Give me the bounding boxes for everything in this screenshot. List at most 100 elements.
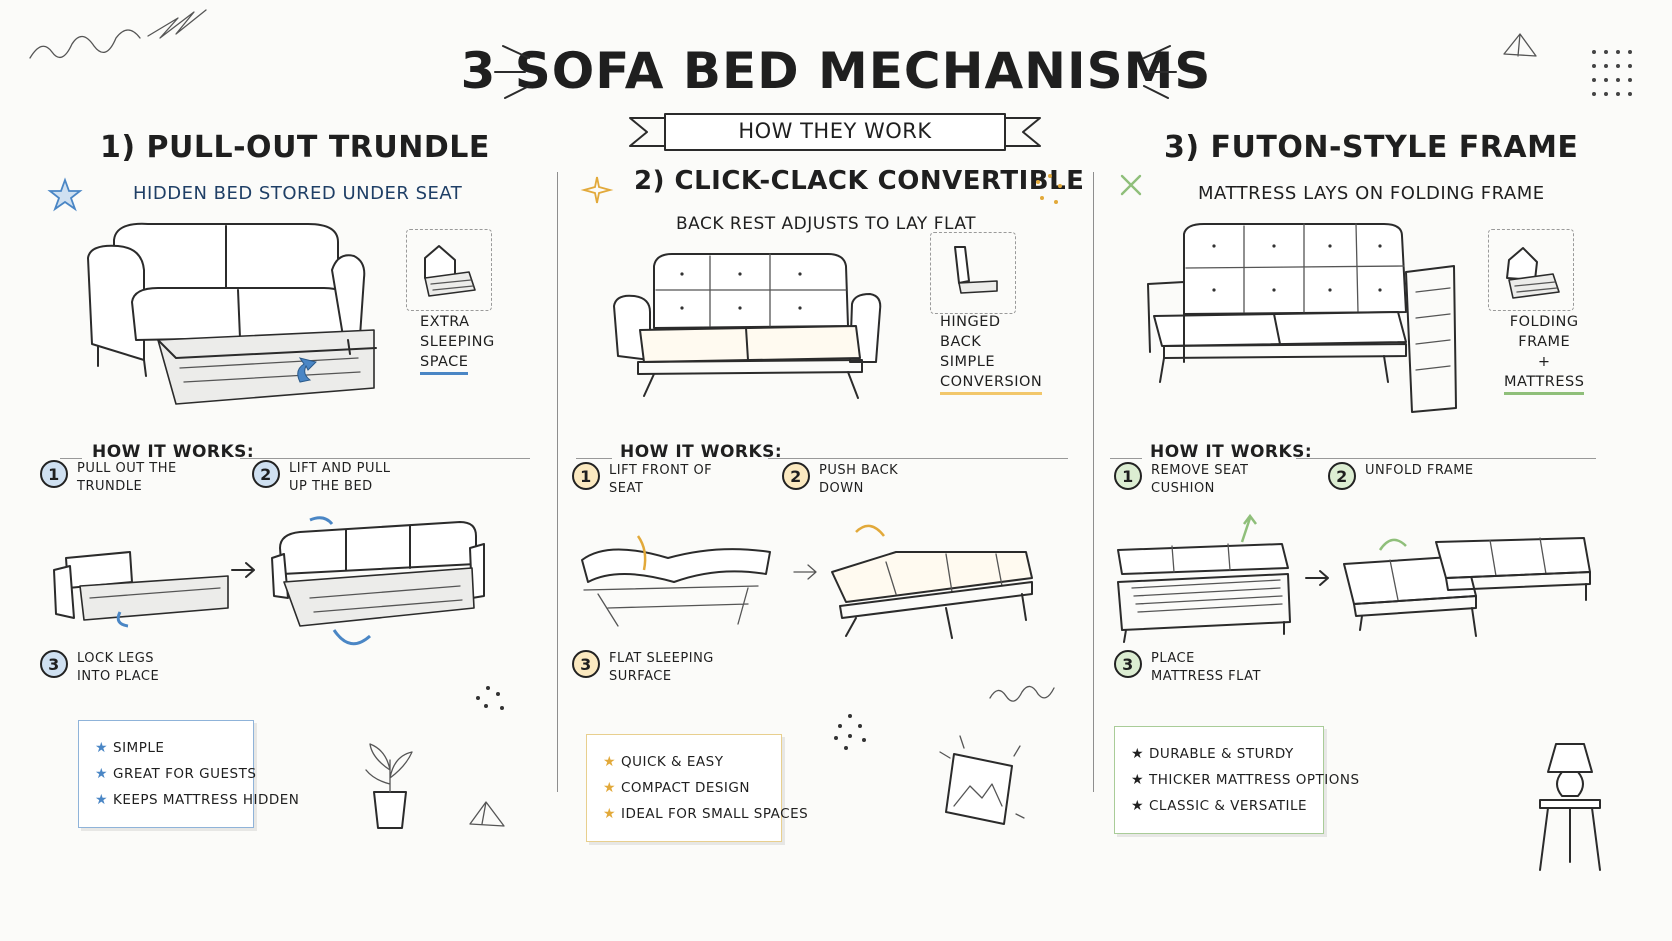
star-icon bbox=[47, 177, 83, 212]
step-number: 1 bbox=[572, 462, 600, 490]
step-number: 1 bbox=[40, 460, 68, 488]
trundle-sofa-illustration bbox=[87, 222, 377, 405]
step-text: Place mattress flat bbox=[1151, 651, 1261, 684]
dots-icon bbox=[834, 714, 866, 750]
step-number: 3 bbox=[572, 650, 600, 678]
step-text: Pull out the trundle bbox=[77, 461, 177, 494]
panel-title: 2) Click-Clack Convertible bbox=[634, 166, 1091, 196]
step-2: 2 Push back down bbox=[782, 462, 929, 498]
dots-icon bbox=[476, 686, 504, 710]
step-1-illustration bbox=[53, 551, 229, 628]
column-divider-1 bbox=[557, 172, 558, 792]
note-line: Hinged bbox=[940, 314, 1001, 330]
step-number: 2 bbox=[252, 460, 280, 488]
step-number: 1 bbox=[1114, 462, 1142, 490]
pros-card: ★Quick & easy ★Compact design ★Ideal for… bbox=[586, 734, 809, 842]
futon-sofa-illustration bbox=[1147, 223, 1457, 413]
pros-item: ★Great for guests bbox=[95, 766, 257, 782]
pros-item: ★Compact design bbox=[603, 780, 750, 796]
step-3: 3 Lock legs into place bbox=[40, 650, 187, 686]
column-divider-2 bbox=[1093, 172, 1094, 792]
subtitle-text: How They Work bbox=[738, 119, 932, 143]
spark-lines-right-icon bbox=[1143, 45, 1177, 99]
step-2-illustration bbox=[271, 516, 485, 646]
note-line: Folding bbox=[1509, 314, 1579, 330]
subtitle-banner: How They Work bbox=[625, 110, 1045, 154]
rule-line bbox=[240, 458, 530, 459]
panel-click-clack: 2) Click-Clack Convertible Back Rest Adj… bbox=[560, 130, 1091, 930]
step-2: 2 Unfold frame bbox=[1328, 462, 1475, 490]
rule-line bbox=[768, 458, 1068, 459]
dot-grid-icon bbox=[1592, 50, 1632, 96]
arrow-icon bbox=[793, 564, 817, 580]
note-line: Sleeping bbox=[420, 334, 495, 350]
pros-card: ★Simple ★Great for guests ★Keeps mattres… bbox=[78, 720, 300, 828]
pros-item: ★Quick & easy bbox=[603, 754, 724, 770]
rule-line bbox=[1110, 458, 1142, 459]
note-line: Simple bbox=[940, 354, 995, 370]
panel-subtitle: Back Rest Adjusts to Lay Flat bbox=[676, 214, 977, 234]
side-notes: Folding Frame + Mattress bbox=[1504, 312, 1585, 395]
step-text: Push back down bbox=[819, 463, 899, 496]
step-number: 2 bbox=[782, 462, 810, 490]
cross-icon bbox=[1120, 174, 1142, 196]
pros-card: ★Durable & sturdy ★Thicker mattress opti… bbox=[1114, 726, 1360, 834]
rule-line bbox=[60, 458, 82, 459]
banner-ribbon-icon bbox=[629, 113, 1041, 151]
spark-lines-left-icon bbox=[494, 45, 530, 99]
pros-item: ★Classic & versatile bbox=[1131, 798, 1308, 814]
paper-plane-icon bbox=[469, 801, 505, 827]
step-number: 2 bbox=[1328, 462, 1356, 490]
rule-line bbox=[576, 458, 612, 459]
lamp-icon bbox=[1539, 743, 1601, 871]
pros-item: ★Thicker mattress options bbox=[1131, 772, 1360, 788]
rule-line bbox=[1296, 458, 1596, 459]
hinge-mini-icon bbox=[930, 232, 1016, 314]
note-line: Space bbox=[420, 352, 469, 375]
step-1: 1 Pull out the trundle bbox=[40, 460, 187, 496]
folding-frame-mini-icon bbox=[1488, 229, 1574, 311]
paper-plane-icon bbox=[1503, 33, 1537, 57]
arrow-icon bbox=[1305, 570, 1329, 586]
how-it-works-label: How It Works: bbox=[1150, 442, 1313, 462]
pros-item: ★Keeps mattress hidden bbox=[95, 792, 300, 808]
step-1-illustration bbox=[1117, 513, 1291, 643]
panel-title: 3) Futon-Style Frame bbox=[1164, 130, 1585, 165]
side-notes: Extra Sleeping Space bbox=[420, 312, 495, 375]
arrow-icon bbox=[231, 562, 255, 578]
panel-title: 1) Pull-Out Trundle bbox=[100, 130, 496, 165]
side-notes: Hinged Back Simple Conversion bbox=[940, 312, 1043, 395]
squiggle-icon bbox=[989, 685, 1055, 702]
step-1: 1 Lift front of seat bbox=[572, 462, 719, 498]
panel-subtitle: Mattress Lays on Folding Frame bbox=[1198, 183, 1545, 204]
pros-item: ★Durable & sturdy bbox=[1131, 746, 1294, 762]
step-2: 2 Lift and pull up the bed bbox=[252, 460, 399, 496]
step-1: 1 Remove seat cushion bbox=[1114, 462, 1261, 498]
step-text: Unfold frame bbox=[1365, 463, 1474, 478]
scribble-icon bbox=[29, 9, 207, 59]
step-2-illustration bbox=[831, 524, 1033, 639]
picture-frame-icon bbox=[939, 735, 1025, 825]
how-it-works-label: How It Works: bbox=[92, 442, 255, 462]
step-number: 3 bbox=[1114, 650, 1142, 678]
step-3: 3 Flat sleeping surface bbox=[572, 650, 719, 686]
dots-icon bbox=[1036, 174, 1062, 204]
note-line: Extra bbox=[420, 314, 470, 330]
step-text: Lift and pull up the bed bbox=[289, 461, 391, 494]
step-text: Lock legs into place bbox=[77, 651, 160, 684]
plant-icon bbox=[365, 743, 413, 829]
step-number: 3 bbox=[40, 650, 68, 678]
pros-item: ★Ideal for small spaces bbox=[603, 806, 809, 822]
note-line: Mattress bbox=[1504, 372, 1585, 395]
step-text: Remove seat cushion bbox=[1151, 463, 1249, 496]
step-text: Flat sleeping surface bbox=[609, 651, 714, 684]
step-text: Lift front of seat bbox=[609, 463, 713, 496]
trundle-mini-icon bbox=[406, 229, 492, 311]
panel-trundle: 1) Pull-Out Trundle Hidden Bed Stored Un… bbox=[30, 130, 560, 930]
step-1-illustration bbox=[581, 535, 771, 627]
step-3: 3 Place mattress flat bbox=[1114, 650, 1261, 686]
panel-subtitle: Hidden Bed Stored Under Seat bbox=[133, 183, 463, 204]
note-line: Back bbox=[940, 334, 982, 350]
step-2-illustration bbox=[1343, 537, 1591, 637]
sparkle-icon bbox=[580, 176, 614, 204]
